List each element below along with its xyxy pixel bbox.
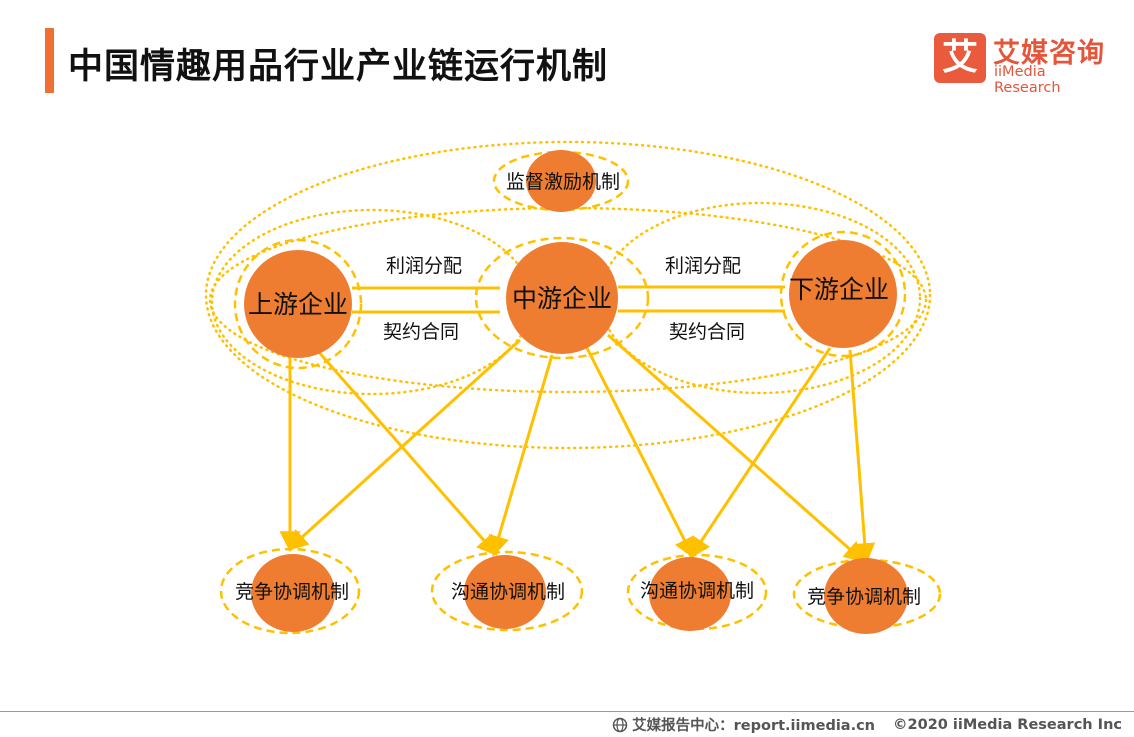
node-downstream-label: 下游企业 [789,275,889,304]
link-label-contract-left: 契约合同 [383,321,459,343]
arrow [286,338,522,551]
footer-source: 艾媒报告中心：report.iimedia.cn [632,718,876,734]
node-mechanism-1-label: 竞争协调机制 [235,581,349,603]
link-label-contract-right: 契约合同 [669,321,745,343]
arrow [315,349,498,557]
footer-divider [0,711,1134,712]
footer-copyright: ©2020 iiMedia Research Inc [893,716,1122,733]
link-label-profit-right: 利润分配 [665,255,741,277]
node-midstream-label: 中游企业 [512,284,612,313]
node-mechanism-3: 沟通协调机制 [626,553,768,631]
brand-logo: 艾 艾媒咨询 iiMedia Research [934,33,1114,96]
node-upstream: 上游企业 [233,238,363,370]
node-upstream-label: 上游企业 [248,290,348,319]
logo-name-en: iiMedia Research [994,64,1061,96]
logo-mark: 艾 [941,37,978,78]
node-supervision: 监督激励机制 [492,150,630,212]
arrow [689,347,832,559]
node-midstream: 中游企业 [474,236,650,360]
outer-boundary-ellipse [204,140,932,450]
node-mechanism-2: 沟通协调机制 [430,550,584,632]
node-mechanism-1: 竞争协调机制 [219,547,361,635]
node-mechanism-3-label: 沟通协调机制 [640,580,754,602]
logo-name-cn: 艾媒咨询 [993,38,1105,69]
arrow [607,333,866,563]
logo-icon: 艾 [934,33,986,83]
node-supervision-label: 监督激励机制 [506,171,620,193]
footer: 艾媒报告中心：report.iimedia.cn ©2020 iiMedia R… [612,714,1122,735]
node-mechanism-2-label: 沟通协调机制 [451,581,565,603]
node-downstream: 下游企业 [779,230,907,358]
title-accent-bar [45,28,54,93]
inner-boundary-ellipse [208,206,928,394]
arrow [848,349,876,565]
node-mechanism-4-label: 竞争协调机制 [807,586,921,608]
page-title: 中国情趣用品行业产业链运行机制 [68,47,609,87]
globe-icon [612,717,628,732]
arrow [488,354,554,558]
link-label-profit-left: 利润分配 [386,255,462,277]
node-mechanism-4: 竞争协调机制 [792,558,942,634]
arrow [585,347,694,559]
